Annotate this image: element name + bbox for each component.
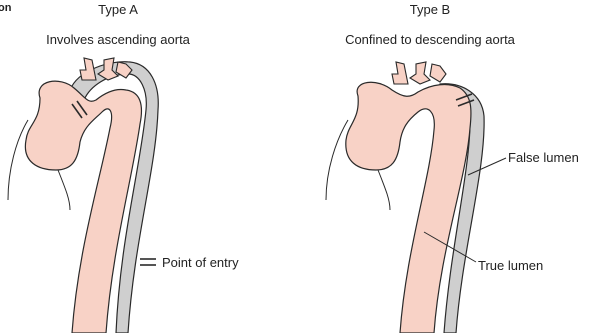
panel-type-a: Type A Involves ascending aorta Point of… — [8, 2, 239, 333]
type-b-subclavian — [430, 64, 446, 82]
type-b-brachiocephalic — [392, 62, 408, 84]
type-a-heart-outline-left — [8, 120, 28, 200]
type-b-aorta — [326, 62, 484, 333]
type-a-aorta — [8, 58, 158, 333]
type-a-heart-outline-right — [58, 170, 70, 210]
type-b-heart-outline-left — [326, 120, 348, 200]
false-lumen-label: False lumen — [508, 150, 579, 165]
type-b-heart-outline-right — [378, 170, 390, 210]
type-b-title: Type B — [410, 2, 450, 17]
panel-type-b: Type B Confined to descending aorta Fals… — [326, 2, 579, 333]
type-a-title: Type A — [98, 2, 138, 17]
type-b-carotid — [410, 62, 430, 84]
point-of-entry-label: Point of entry — [162, 255, 239, 270]
type-a-brachiocephalic — [80, 58, 96, 80]
type-a-subtitle: Involves ascending aorta — [46, 32, 191, 47]
corner-text-fragment: on — [0, 2, 12, 14]
true-lumen-label: True lumen — [478, 258, 543, 273]
type-b-subtitle: Confined to descending aorta — [345, 32, 516, 47]
